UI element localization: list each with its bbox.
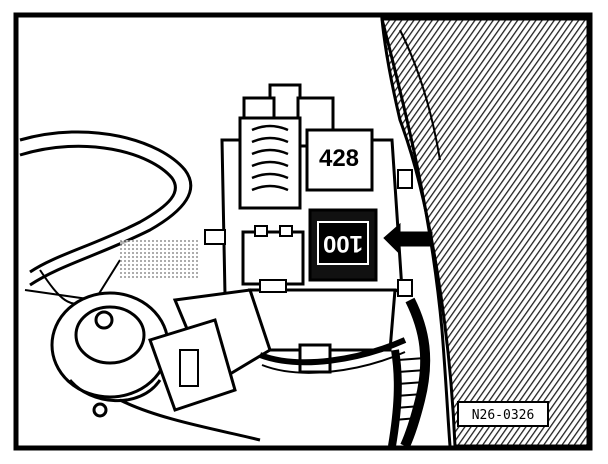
reference-code: N26-0326 bbox=[472, 408, 535, 423]
hose bbox=[19, 130, 193, 305]
pointer-arrow bbox=[383, 222, 433, 256]
relay-428-label: 428 bbox=[319, 145, 359, 172]
reference-code-box: N26-0326 bbox=[457, 401, 549, 427]
figure-frame bbox=[13, 12, 593, 451]
fuse-block bbox=[238, 116, 302, 210]
relay-100-label: 100 bbox=[323, 230, 363, 257]
surface-shading bbox=[120, 240, 200, 280]
relay-100: 100 bbox=[308, 208, 378, 282]
wiring-harness bbox=[92, 297, 431, 449]
relay-428: 428 bbox=[305, 128, 374, 192]
connector-plug bbox=[148, 288, 272, 412]
empty-relay-socket bbox=[241, 225, 305, 293]
body-panel bbox=[380, 17, 590, 448]
